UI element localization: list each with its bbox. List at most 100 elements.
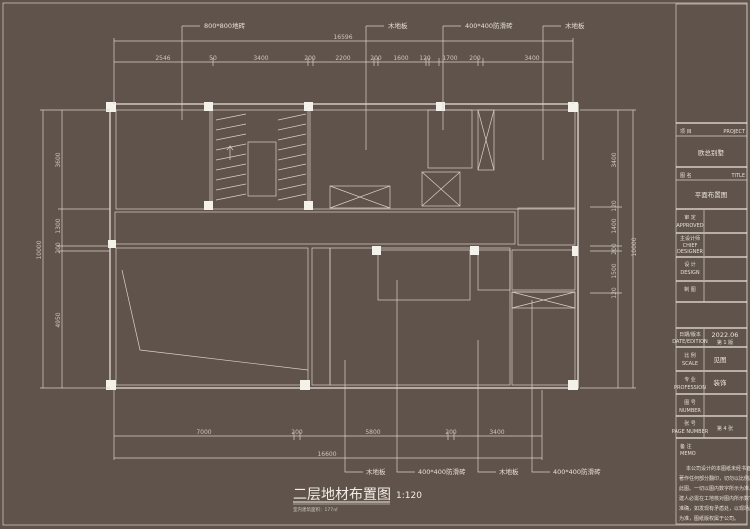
dim-left-segment: 200 — [55, 242, 62, 254]
dimension-segment-labels: 2546 50 3400 200 2200 200 1600 120 1700 200 3400 70… — [55, 55, 618, 436]
title-value: 平面布置图 — [695, 190, 728, 199]
scale-value: 见图 — [714, 356, 727, 364]
scale-label-en: SCALE — [682, 361, 698, 367]
staircase — [211, 109, 309, 210]
profession-label: 专 业 — [684, 376, 696, 383]
dim-bottom-segment: 7000 — [196, 429, 211, 436]
approved-label: 审 定 — [684, 214, 696, 221]
label-top-3: 400*400防滑砖 — [465, 21, 513, 30]
dim-right-segment: 1500 — [611, 263, 618, 278]
dim-left-segment: 1300 — [55, 218, 62, 233]
label-bottom-3: 木地板 — [499, 467, 519, 476]
memo-line: 本公司设计的本图纸未经书面同意不得 — [686, 465, 750, 472]
room-bottom-left — [115, 247, 309, 386]
room-wood-bottom — [329, 247, 511, 386]
dim-bottom-segment: 3400 — [489, 429, 504, 436]
plan — [106, 102, 579, 390]
label-top-1: 800*800地砖 — [204, 21, 246, 30]
room-tile-800 — [115, 109, 211, 210]
page-label-en: PAGE NUMBER — [672, 429, 709, 435]
drawing-title-block: 二层地材布置图 1:120 室内建筑面积：177㎡ — [293, 487, 422, 513]
corridor — [114, 211, 516, 245]
dimensions-right: 10000 — [580, 109, 638, 389]
label-top-4: 木地板 — [565, 21, 585, 30]
dim-top-segment: 2200 — [335, 55, 350, 62]
dim-top-segment: 2546 — [155, 55, 170, 62]
project-label: 项 目 — [680, 129, 692, 135]
room-wood-top — [309, 109, 576, 210]
memo-line: 建人必需在工地核对图内所示数字之 — [679, 495, 750, 502]
project-label-en: PROJECT — [723, 129, 746, 135]
label-bottom-2: 400*400防滑砖 — [418, 467, 466, 476]
dim-top-segment: 3400 — [253, 55, 268, 62]
dim-left-total: 10000 — [36, 240, 43, 259]
label-bottom-4: 400*400防滑砖 — [553, 467, 601, 476]
columns — [106, 102, 578, 390]
draw-label: 制 图 — [684, 286, 696, 293]
memo-line: 为准，图纸版权属于公司。 — [679, 515, 739, 522]
memo-label: 备 注 — [680, 443, 692, 450]
date-label-en: DATE/EDITION — [672, 339, 708, 345]
edition-value: 第 1 版 — [717, 339, 733, 346]
approved-label-en: APPROVED — [676, 223, 703, 229]
dim-top-segment: 50 — [209, 55, 217, 62]
chief-label-en2: DESIGNER — [677, 249, 703, 255]
drawing-title: 二层地材布置图 — [293, 487, 391, 503]
scale-label: 比 例 — [684, 352, 696, 359]
date-value: 2022.06 — [712, 331, 739, 339]
dim-left-segment: 3600 — [55, 152, 62, 167]
dimensions-bottom: 16600 — [113, 390, 543, 460]
dim-right-segment: 3400 — [611, 152, 618, 167]
material-leaders-bottom: 木地板 400*400防滑砖 木地板 400*400防滑砖 — [344, 280, 601, 476]
memo-text: 本公司设计的本图纸未经书面同意不得著作任何部分翻印，切勿以比例尺量此图。一切以图… — [679, 465, 750, 522]
dim-top-total: 16596 — [333, 34, 352, 41]
page-value: 第 4 张 — [717, 425, 733, 432]
dim-right-segment: 1400 — [611, 218, 618, 233]
design-label: 设 计 — [684, 261, 696, 268]
label-bottom-1: 木地板 — [366, 467, 386, 476]
memo-line: 著作任何部分翻印，切勿以比例尺量 — [679, 475, 750, 482]
number-label: 图 号 — [684, 400, 696, 406]
dim-top-segment: 120 — [419, 55, 431, 62]
drawing-subtitle: 室内建筑面积：177㎡ — [293, 506, 338, 513]
profession-label-en: PROFESSION — [674, 385, 706, 391]
title-block: 项 目 PROJECT 欧总别墅 图 名 TITLE 平面布置图 审 定 APP… — [672, 3, 750, 525]
profession-value: 装饰 — [714, 378, 728, 387]
dim-top-segment: 1700 — [442, 55, 457, 62]
dim-top-segment: 200 — [304, 55, 316, 62]
dim-top-segment: 200 — [469, 55, 481, 62]
memo-line: 准确，如发现有矛盾处，以现场尺寸 — [679, 505, 750, 512]
room-tile-400-top — [427, 109, 473, 169]
dim-top-segment: 200 — [370, 55, 382, 62]
number-label-en: NUMBER — [679, 408, 701, 414]
memo-label-en: MEMO — [680, 451, 696, 457]
dim-bottom-segment: 200 — [445, 429, 457, 436]
project-value: 欧总别墅 — [698, 148, 725, 157]
dimensions-top: 16596 — [113, 34, 574, 104]
dim-right-segment: 120 — [611, 287, 618, 299]
label-top-2: 木地板 — [388, 21, 408, 30]
dim-right-segment: 120 — [611, 200, 618, 212]
dim-top-segment: 1600 — [393, 55, 408, 62]
dim-top-segment: 3400 — [524, 55, 539, 62]
dim-left-segment: 4950 — [55, 312, 62, 327]
dimensions-left: 10000 — [36, 109, 110, 389]
dim-bottom-total: 16600 — [317, 451, 336, 458]
drawing-scale: 1:120 — [396, 491, 422, 501]
memo-line: 此图。一切以图内数字所示为准。承 — [679, 485, 750, 492]
title-label: 图 名 — [680, 172, 692, 179]
design-label-en: DESIGN — [680, 270, 700, 276]
dim-right-segment: 200 — [611, 243, 618, 255]
dim-bottom-segment: 200 — [291, 429, 303, 436]
dim-right-total: 10000 — [631, 237, 638, 256]
date-label: 日期/版本 — [679, 331, 701, 338]
material-leaders-top: 800*800地砖 木地板 400*400防滑砖 木地板 — [181, 21, 585, 160]
chief-label-en1: CHIEF — [683, 243, 698, 249]
dim-bottom-segment: 5800 — [365, 429, 380, 436]
page-label: 张 号 — [684, 420, 696, 427]
room-tile-400-bottom — [377, 249, 471, 301]
title-label-en: TITLE — [730, 173, 745, 179]
chief-designer-label: 主设计师 — [680, 235, 700, 242]
